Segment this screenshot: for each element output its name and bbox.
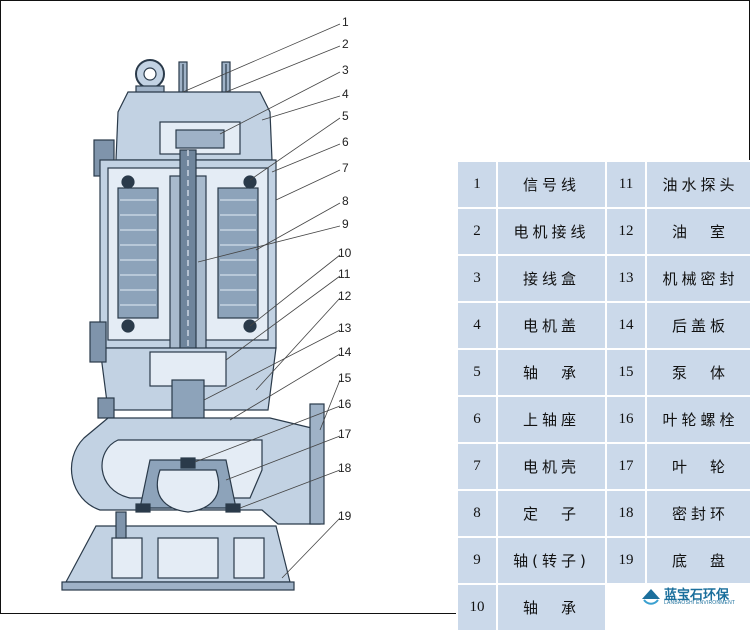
part-name: 电机接线: [496, 207, 607, 256]
part-name: 轴(转子): [496, 536, 607, 585]
part-name: 接线盒: [496, 254, 607, 303]
part-number: 12: [605, 207, 647, 256]
part-number: 18: [605, 489, 647, 538]
part-name: 电机壳: [496, 442, 607, 491]
part-number: 11: [605, 160, 647, 209]
part-name: 密封环: [645, 489, 750, 538]
part-number: 16: [605, 395, 647, 444]
part-number: 8: [456, 489, 498, 538]
part-name: 油 室: [645, 207, 750, 256]
callout-12: 12: [338, 289, 352, 303]
part-name: 信号线: [496, 160, 607, 209]
part-number: 2: [456, 207, 498, 256]
impeller-bolt: [180, 457, 196, 469]
part-name: 底 盘: [645, 536, 750, 585]
callout-2: 2: [342, 37, 349, 51]
discharge-flange: [309, 403, 325, 525]
part-number: 3: [456, 254, 498, 303]
part-name: 泵 体: [645, 348, 750, 397]
part-number: 1: [456, 160, 498, 209]
callout-18: 18: [338, 461, 352, 475]
callout-10: 10: [338, 246, 352, 260]
logo-text-en: LANBAOSHI ENVIRONMENT: [664, 600, 736, 606]
part-number: 9: [456, 536, 498, 585]
part-name: 轴 承: [496, 583, 607, 632]
part-name: 电机盖: [496, 301, 607, 350]
upper-bearing: [121, 175, 135, 189]
part-number: 15: [605, 348, 647, 397]
part-number: 19: [605, 536, 647, 585]
part-name: 油水探头: [645, 160, 750, 209]
part-number: 10: [456, 583, 498, 632]
callout-9: 9: [342, 217, 349, 231]
part-number: 14: [605, 301, 647, 350]
callout-5: 5: [342, 109, 349, 123]
callout-17: 17: [338, 427, 352, 441]
leader-lines: [182, 23, 341, 579]
part-name: 叶轮螺栓: [645, 395, 750, 444]
part-name: 上轴座: [496, 395, 607, 444]
callout-7: 7: [342, 161, 349, 175]
callout-4: 4: [342, 87, 349, 101]
seal-ring: [135, 503, 151, 513]
part-number: 6: [456, 395, 498, 444]
part-number: 13: [605, 254, 647, 303]
logo-text-cn: 蓝宝石环保: [664, 588, 730, 603]
callout-13: 13: [338, 321, 352, 335]
callout-15: 15: [338, 371, 352, 385]
stator: [117, 187, 259, 319]
callout-3: 3: [342, 63, 349, 77]
callout-11: 11: [338, 267, 351, 281]
part-name: 后盖板: [645, 301, 750, 350]
part-name: 叶 轮: [645, 442, 750, 491]
part-name: 定 子: [496, 489, 607, 538]
callout-16: 16: [338, 397, 352, 411]
callout-6: 6: [342, 135, 349, 149]
pump-drawing: [61, 59, 325, 591]
part-number: 17: [605, 442, 647, 491]
mechanical-seal: [171, 379, 205, 421]
logo-icon: [642, 589, 660, 605]
company-logo: 蓝宝石环保 LANBAOSHI ENVIRONMENT: [640, 583, 748, 611]
callout-1: 1: [342, 15, 349, 29]
part-number: 7: [456, 442, 498, 491]
lower-bearing: [121, 319, 135, 333]
part-name: 轴 承: [496, 348, 607, 397]
callout-19: 19: [338, 509, 352, 523]
part-name: 机械密封: [645, 254, 750, 303]
pump-cross-section-diagram: 1 2 3 4 5 6 7 8 9 10 11 12 13 14 15 16 1…: [61, 15, 352, 591]
part-number: 4: [456, 301, 498, 350]
callout-8: 8: [342, 194, 349, 208]
part-number: 5: [456, 348, 498, 397]
callout-14: 14: [338, 345, 352, 359]
